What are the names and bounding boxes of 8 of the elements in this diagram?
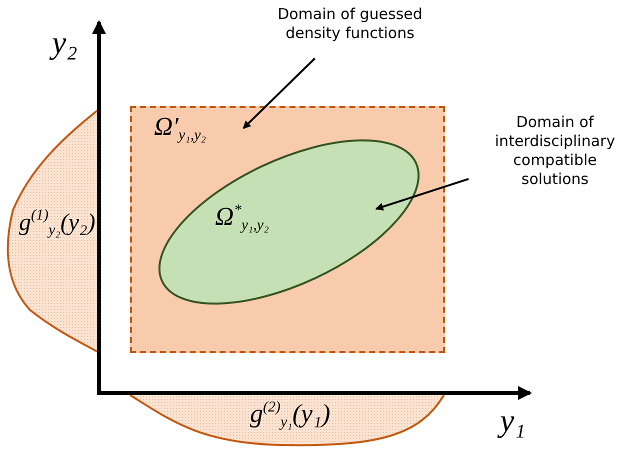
dashed-rectangle-region (130, 106, 445, 353)
domain-label: Ω′$_{y₁,y₂}$ (154, 112, 206, 142)
function-label: g$^{(2)}$$_{y₁}$(y₁) (250, 399, 330, 429)
arrow (242, 58, 316, 129)
arrow (375, 178, 469, 211)
callout-text: Domain of guessed density functions (250, 5, 450, 43)
callout-text: Domain of interdisciplinary compatible solutions (480, 113, 629, 189)
function-label: g$^{(1)}$$_{y₂}$(y₂) (19, 210, 96, 237)
